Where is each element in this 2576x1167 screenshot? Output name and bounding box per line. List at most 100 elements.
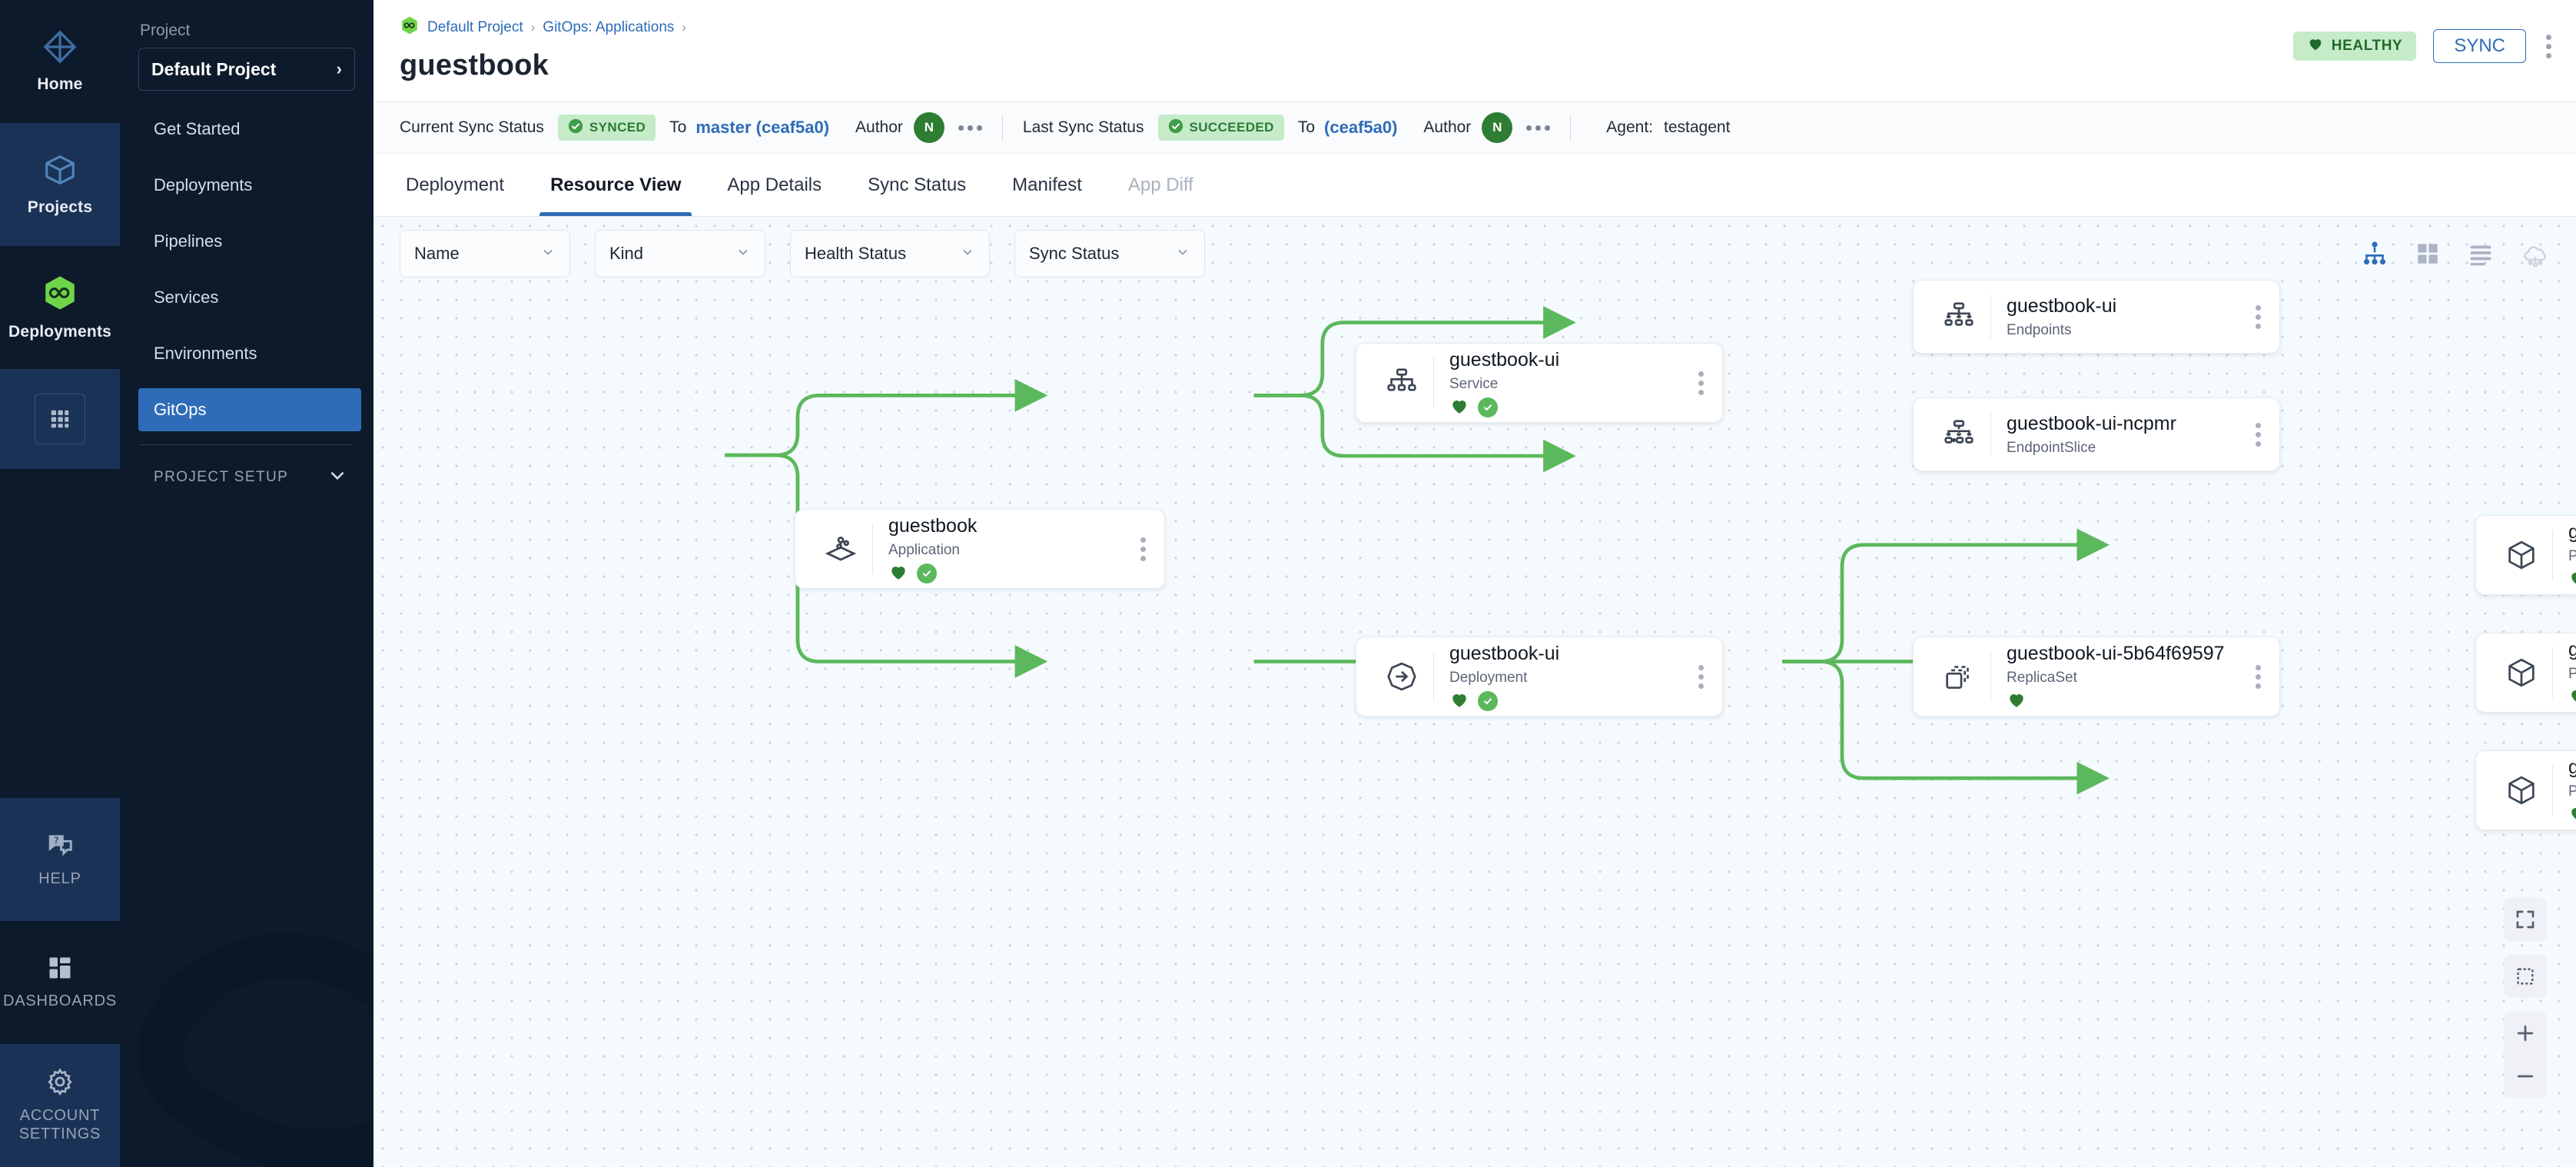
tab-resource-view[interactable]: Resource View: [527, 154, 704, 216]
sync-button[interactable]: SYNC: [2433, 29, 2526, 63]
health-heart-icon: [1449, 396, 1469, 420]
tab-manifest[interactable]: Manifest: [989, 154, 1105, 216]
graph-node-service[interactable]: guestbook-ui Service: [1356, 343, 1723, 423]
tab-deployment[interactable]: Deployment: [400, 154, 527, 216]
sidebar-item-pipelines[interactable]: Pipelines: [138, 220, 361, 263]
header-overflow-menu-icon[interactable]: [2543, 32, 2554, 62]
resource-graph-canvas[interactable]: Name Kind Health Status: [373, 217, 2576, 1167]
sidebar-nav: Get Started Deployments Pipelines Servic…: [138, 108, 361, 431]
rail-item-account-settings[interactable]: ACCOUNT SETTINGS: [0, 1044, 120, 1167]
current-sync-revision[interactable]: master (ceaf5a0): [695, 118, 830, 137]
graph-node-pod-1[interactable]: guestbook-ui-5b64f6959… Pod: [2475, 515, 2576, 595]
project-selector[interactable]: Default Project ›: [138, 48, 355, 91]
node-overflow-menu-icon[interactable]: [2236, 304, 2279, 329]
node-body: guestbook-ui Service: [1449, 348, 1679, 420]
rail-apps-grid-button[interactable]: [0, 369, 120, 469]
current-sync-overflow-icon[interactable]: [958, 125, 982, 131]
svg-text:?: ?: [54, 835, 59, 846]
select-region-button[interactable]: [2504, 955, 2547, 998]
graph-node-endpoints[interactable]: guestbook-ui Endpoints: [1913, 280, 2280, 354]
filter-health-status[interactable]: Health Status: [790, 230, 990, 278]
application-icon: [812, 530, 869, 567]
sidebar-inner: Project Default Project › Get Started De…: [120, 0, 373, 490]
check-circle-icon: [568, 118, 583, 138]
tab-label: App Diff: [1127, 174, 1193, 195]
check-circle-icon: [1168, 118, 1183, 138]
last-sync-revision[interactable]: (ceaf5a0): [1324, 118, 1398, 137]
tab-app-details[interactable]: App Details: [704, 154, 845, 216]
node-body: guestbook-ui Deployment: [1449, 642, 1679, 712]
node-kind: Pod: [2568, 548, 2576, 565]
node-overflow-menu-icon[interactable]: [2236, 664, 2279, 689]
rail-label-home: Home: [37, 75, 83, 93]
sidebar-item-deployments[interactable]: Deployments: [138, 164, 361, 207]
zoom-out-button[interactable]: [2504, 1055, 2547, 1098]
filter-sync-status[interactable]: Sync Status: [1014, 230, 1205, 278]
dashboard-tiles-icon: [46, 954, 74, 982]
rail-item-deployments[interactable]: Deployments: [0, 246, 120, 369]
node-title: guestbook-ui: [1449, 348, 1560, 371]
health-heart-icon: [2007, 690, 2027, 713]
node-overflow-menu-icon[interactable]: [1679, 371, 1722, 395]
view-mode-switcher: [2361, 239, 2550, 268]
node-divider: [1990, 294, 1991, 339]
last-sync-author-label: Author: [1423, 118, 1472, 136]
node-overflow-menu-icon[interactable]: [1121, 537, 1164, 561]
list-view-icon[interactable]: [2467, 240, 2495, 268]
chevron-down-icon: [540, 244, 556, 264]
node-overflow-menu-icon[interactable]: [1679, 664, 1722, 689]
rail-item-projects[interactable]: Projects: [0, 123, 120, 246]
sidebar-item-environments[interactable]: Environments: [138, 332, 361, 375]
sidebar-item-label: Pipelines: [154, 231, 223, 251]
filter-bar: Name Kind Health Status: [373, 217, 2576, 291]
rail-item-dashboards[interactable]: DASHBOARDS: [0, 921, 120, 1044]
health-heart-icon: [888, 562, 908, 586]
main-content: Default Project › GitOps: Applications ›…: [373, 0, 2576, 1167]
breadcrumb-item-default-project[interactable]: Default Project: [427, 19, 523, 35]
sidebar-item-services[interactable]: Services: [138, 276, 361, 319]
last-sync-overflow-icon[interactable]: [1526, 125, 1551, 131]
zoom-button-group: [2504, 1012, 2547, 1098]
agent-value: testagent: [1664, 118, 1731, 136]
tab-sync-status[interactable]: Sync Status: [845, 154, 989, 216]
current-sync-author-label: Author: [855, 118, 903, 136]
filter-name[interactable]: Name: [400, 230, 570, 278]
sidebar-item-gitops[interactable]: GitOps: [138, 388, 361, 431]
filter-sync-status-label: Sync Status: [1029, 244, 1120, 263]
service-icon: [1373, 365, 1430, 401]
tab-app-diff: App Diff: [1105, 154, 1217, 216]
grid-view-icon[interactable]: [2415, 241, 2441, 267]
sidebar-item-label: GitOps: [154, 400, 207, 419]
graph-node-endpointslice[interactable]: guestbook-ui-ncpmr EndpointSlice: [1913, 397, 2280, 471]
graph-node-deployment[interactable]: guestbook-ui Deployment: [1356, 637, 1723, 716]
zoom-in-button[interactable]: [2504, 1012, 2547, 1055]
node-overflow-menu-icon[interactable]: [2236, 422, 2279, 447]
rail-label-deployments: Deployments: [8, 322, 112, 341]
project-sidebar: Project Default Project › Get Started De…: [120, 0, 373, 1167]
graph-node-application[interactable]: guestbook Application: [795, 509, 1165, 589]
gear-icon: [45, 1067, 75, 1096]
breadcrumb-item-gitops-applications[interactable]: GitOps: Applications: [543, 19, 675, 35]
pod-icon: [2493, 655, 2549, 690]
sync-status-strip: Current Sync Status SYNCED To master (ce…: [373, 101, 2576, 154]
sidebar-item-get-started[interactable]: Get Started: [138, 108, 361, 151]
network-cloud-view-icon[interactable]: [2521, 239, 2550, 268]
graph-node-pod-3[interactable]: guestbook-ui-5b64f6959… Pod: [2475, 750, 2576, 830]
current-sync-author-avatar[interactable]: N: [913, 112, 944, 143]
filter-kind[interactable]: Kind: [595, 230, 765, 278]
graph-node-replicaset[interactable]: guestbook-ui-5b64f69597 ReplicaSet: [1913, 637, 2280, 716]
status-badge-healthy: HEALTHY: [2292, 32, 2417, 61]
sidebar-project-setup[interactable]: PROJECT SETUP: [138, 465, 355, 490]
health-heart-icon: [2568, 803, 2576, 827]
rail-item-help[interactable]: ? HELP: [0, 798, 120, 921]
tree-view-icon[interactable]: [2361, 240, 2388, 268]
graph-node-pod-2[interactable]: guestbook-ui-5b64f6959… Pod: [2475, 633, 2576, 713]
sidebar-divider: [140, 444, 354, 445]
last-sync-author-avatar[interactable]: N: [1482, 112, 1513, 143]
chevron-down-icon: [1175, 244, 1190, 264]
filter-kind-label: Kind: [609, 244, 644, 263]
rail-item-home[interactable]: Home: [0, 0, 120, 123]
fit-screen-button[interactable]: [2504, 898, 2547, 941]
node-status: [2007, 691, 2229, 711]
page-title: guestbook: [400, 49, 549, 81]
